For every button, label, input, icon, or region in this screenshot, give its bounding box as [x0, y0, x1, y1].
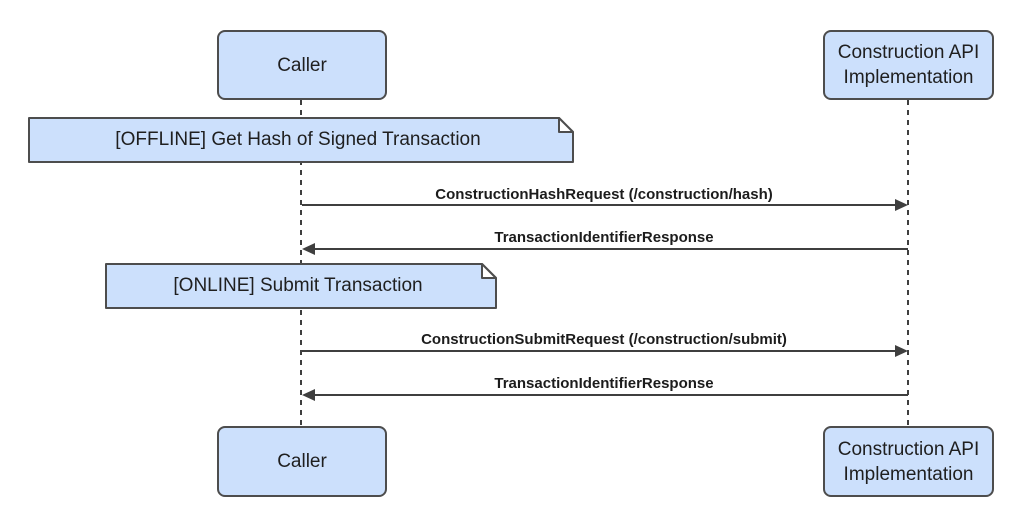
message-label-transaction-identifier-response-1: TransactionIdentifierResponse	[494, 229, 714, 246]
actor-caller-bottom: Caller	[217, 426, 387, 497]
message-line-4	[315, 394, 908, 396]
note-offline: [OFFLINE] Get Hash of Signed Transaction	[28, 117, 574, 163]
arrowhead-right-icon	[895, 345, 908, 357]
message-label-construction-submit-request: ConstructionSubmitRequest (/construction…	[421, 331, 787, 348]
actor-caller-top-label: Caller	[277, 54, 327, 76]
note-offline-label: [OFFLINE] Get Hash of Signed Transaction	[115, 129, 481, 150]
actor-caller-top: Caller	[217, 30, 387, 100]
note-online: [ONLINE] Submit Transaction	[105, 263, 497, 309]
arrowhead-left-icon	[302, 243, 315, 255]
message-line-2	[315, 248, 908, 250]
actor-construction-api-bottom-label: Construction API Implementation	[837, 438, 980, 485]
actor-caller-bottom-label: Caller	[277, 451, 327, 472]
arrowhead-right-icon	[895, 199, 908, 211]
actor-construction-api-bottom: Construction API Implementation	[823, 426, 994, 497]
message-label-construction-hash-request: ConstructionHashRequest (/construction/h…	[435, 186, 773, 203]
actor-construction-api-top: Construction API Implementation	[823, 30, 994, 100]
arrowhead-left-icon	[302, 389, 315, 401]
note-online-label: [ONLINE] Submit Transaction	[173, 275, 423, 296]
message-label-transaction-identifier-response-2: TransactionIdentifierResponse	[494, 375, 714, 392]
note-shape-icon	[28, 117, 574, 163]
lifeline-construction-api	[907, 100, 909, 426]
message-line-1	[302, 204, 895, 206]
note-shape-icon	[105, 263, 497, 309]
actor-construction-api-top-label: Construction API Implementation	[837, 42, 980, 88]
message-line-3	[302, 350, 895, 352]
